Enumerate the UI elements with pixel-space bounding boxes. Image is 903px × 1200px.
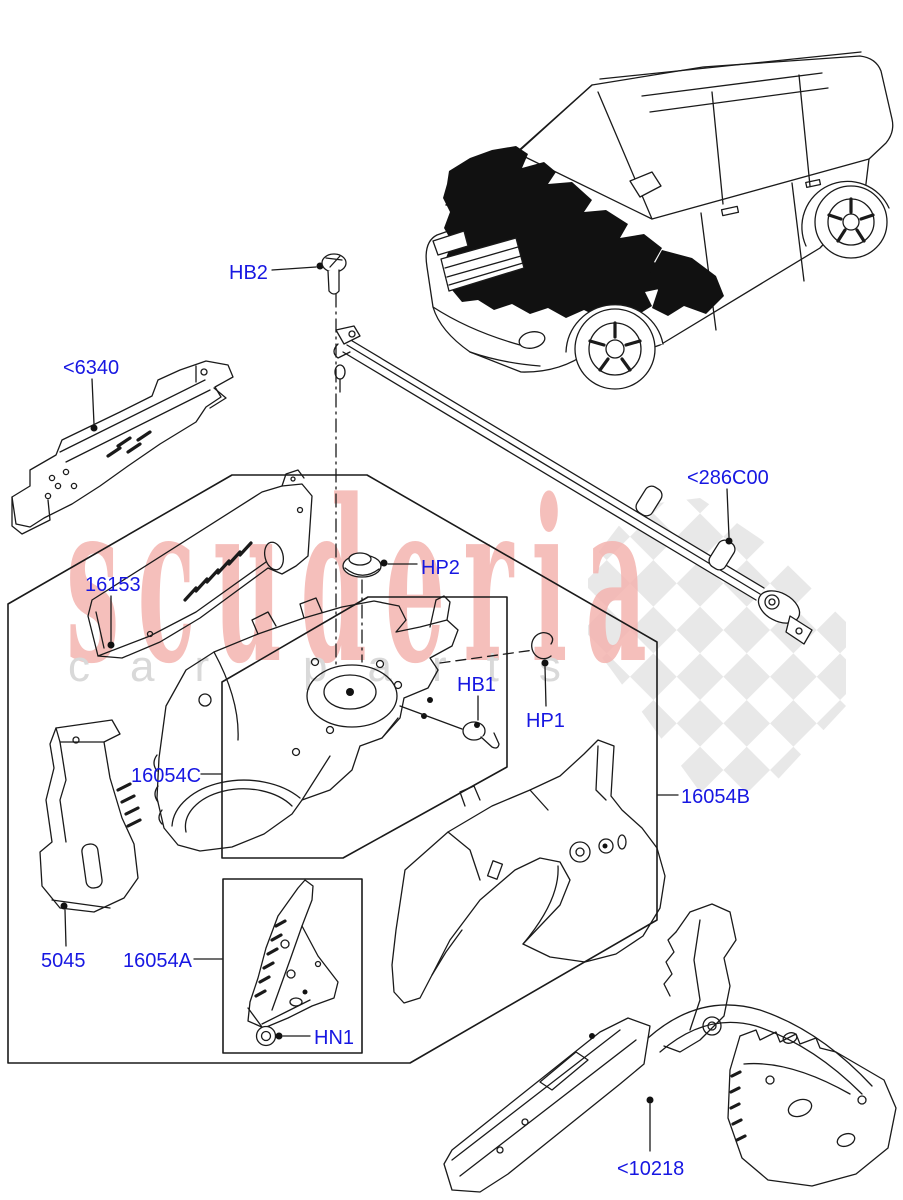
leader-6340: [91, 378, 95, 425]
rear-wheel: [814, 185, 888, 259]
callout-16054a[interactable]: 16054A: [123, 950, 193, 972]
part-16054a-drawing: [247, 879, 339, 1029]
part-16153-drawing: [87, 469, 313, 659]
callout-hn1[interactable]: HN1: [314, 1027, 354, 1049]
bolt-icon-hb1: [399, 695, 500, 749]
watermark-tagline-parts: parts: [303, 642, 601, 691]
leader-286c00: [726, 488, 730, 538]
bolt-icon-hb2: [271, 253, 347, 295]
watermark: scuderia car parts: [66, 452, 846, 792]
callout-16054b[interactable]: 16054B: [681, 786, 750, 808]
bracket-group-box: [222, 878, 363, 1054]
callout-hb2[interactable]: HB2: [229, 262, 268, 284]
checker-flag-watermark: [588, 498, 846, 792]
part-286c00-drawing: [333, 325, 813, 645]
callout-5045[interactable]: 5045: [41, 950, 86, 972]
watermark-tagline-car: car: [68, 642, 249, 691]
leader-5045: [64, 909, 67, 947]
callout-286c00[interactable]: <286C00: [687, 467, 769, 489]
engine-bay-highlight-right: [650, 250, 724, 316]
vehicle-thumbnail: [425, 51, 894, 390]
part-5045-drawing: [39, 719, 142, 913]
front-wheel: [574, 308, 656, 390]
nut-icon-hn1: [255, 1025, 311, 1047]
grommet-icon-hp2: [342, 552, 418, 578]
wheelhouse-group-box: [221, 596, 508, 859]
part-16054b-drawing: [391, 739, 666, 1004]
callout-hp2[interactable]: HP2: [421, 557, 460, 579]
callout-16054c[interactable]: 16054C: [131, 765, 201, 787]
callout-10218[interactable]: <10218: [617, 1158, 684, 1180]
callout-hb1[interactable]: HB1: [457, 674, 496, 696]
callout-6340[interactable]: <6340: [63, 357, 119, 379]
part-6340-drawing: [11, 360, 234, 535]
callout-16153[interactable]: 16153: [85, 574, 141, 596]
part-10218-drawing: [443, 903, 897, 1193]
watermark-brand: scuderia: [66, 452, 665, 714]
hp1-dash-line: [439, 649, 535, 664]
main-group-box: [7, 474, 658, 1064]
clip-icon-hp1: [531, 632, 554, 707]
part-16054c-drawing: [153, 595, 459, 852]
callout-hp1[interactable]: HP1: [526, 710, 565, 732]
leader-dot-286c00: [725, 537, 733, 545]
